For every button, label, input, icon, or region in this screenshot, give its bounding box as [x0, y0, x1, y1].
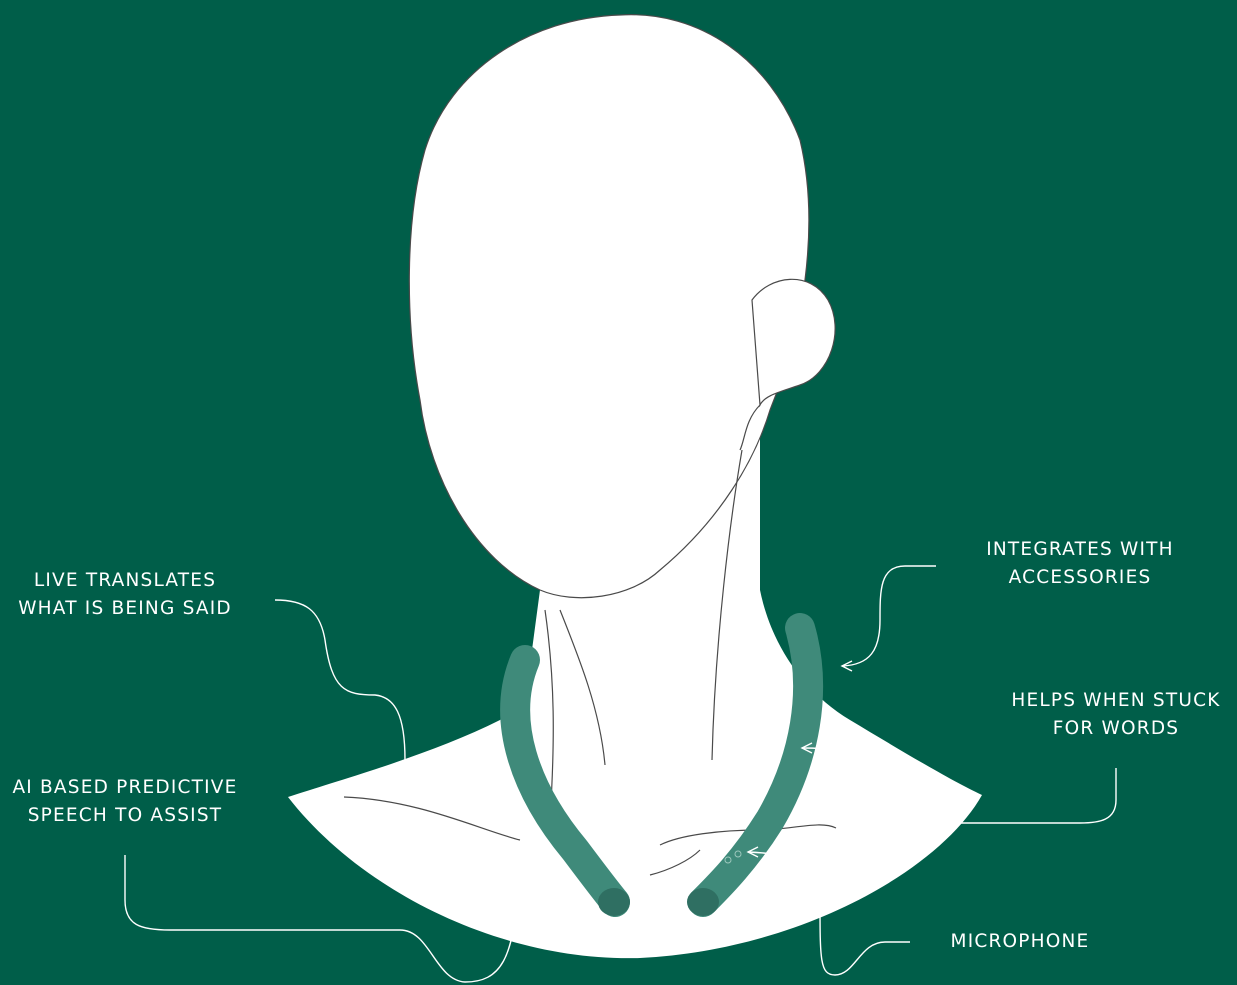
callout-microphone: MICROPHONE — [940, 928, 1100, 956]
callout-helps-stuck: HELPS WHEN STUCK FOR WORDS — [996, 687, 1236, 743]
callout-integrates: INTEGRATES WITH ACCESSORIES — [968, 536, 1192, 592]
ear-shape — [752, 279, 835, 405]
integrates-line — [842, 566, 936, 666]
callout-live-translates: LIVE TRANSLATES WHAT IS BEING SAID — [7, 567, 243, 623]
callout-ai-predictive: AI BASED PREDICTIVE SPEECH TO ASSIST — [3, 774, 247, 830]
